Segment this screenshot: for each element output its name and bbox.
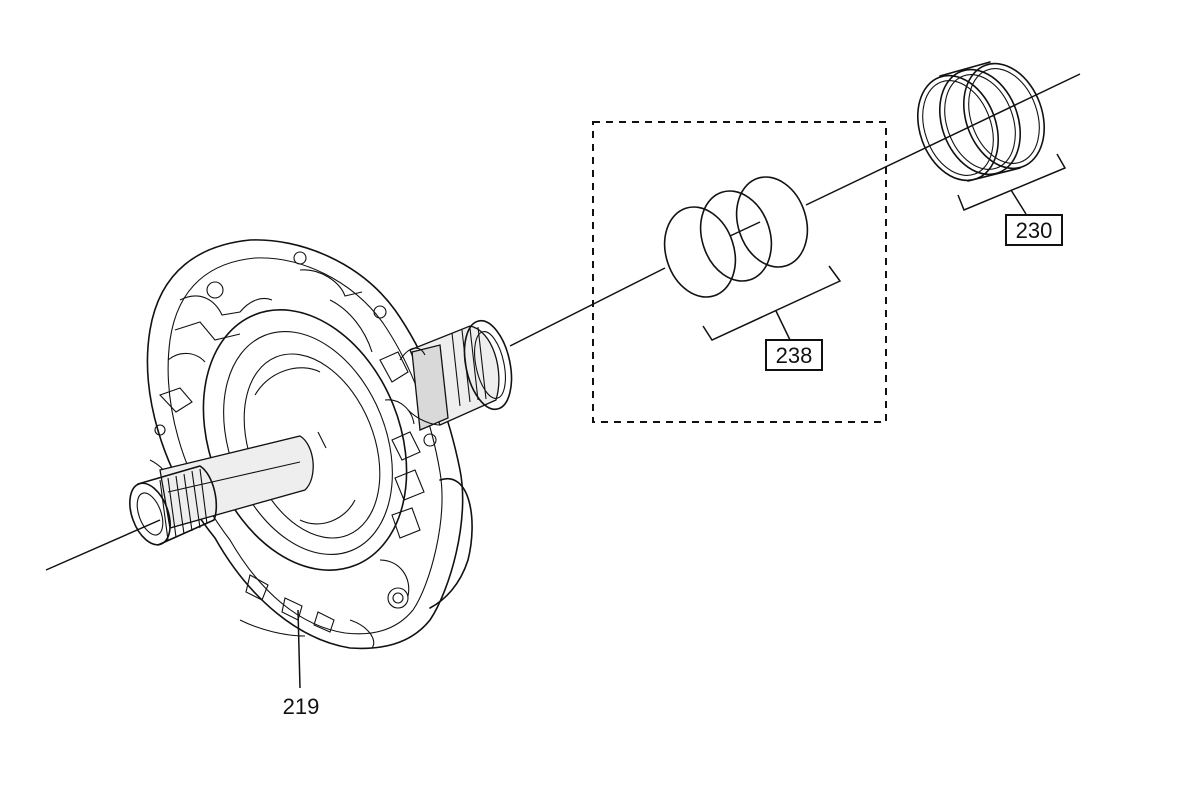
rear-splined-hub [399,319,513,431]
seal-rings-238 [663,176,809,298]
center-axis [45,73,1081,571]
callout-219: 219 [283,694,320,719]
callout-238: 238 [776,343,813,368]
pump-assembly [129,239,513,650]
callout-238-box: 238 [765,339,823,371]
seal-ring-group-box [592,121,887,423]
callout-230: 230 [1016,218,1053,243]
callout-230-box: 230 [1005,214,1063,246]
leader-lines [297,153,1067,689]
splined-shaft-end [129,465,218,546]
seal-ring-230 [916,61,1046,182]
